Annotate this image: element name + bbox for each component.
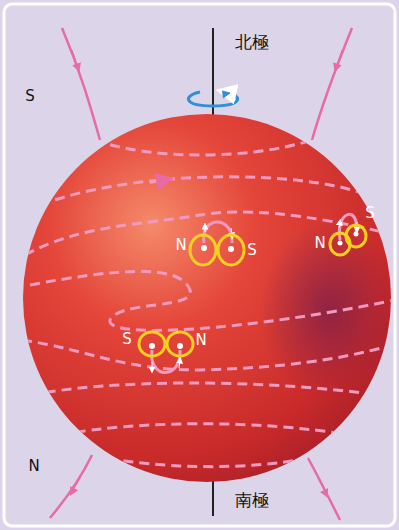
polarity-label: N [175, 238, 186, 253]
rotation-axis [212, 478, 214, 516]
polarity-label: S [122, 332, 132, 347]
field-arrow [150, 180, 165, 183]
sunspot-pair [330, 214, 366, 255]
field-line [308, 458, 340, 520]
rotation-arrow [188, 92, 237, 106]
sunspot-pair [190, 222, 244, 265]
field-arrow [336, 50, 342, 68]
polarity-label: S [247, 243, 257, 258]
field-arrow [318, 478, 326, 494]
field-line [50, 455, 92, 518]
field-line [312, 28, 352, 140]
field-arrow [72, 50, 78, 68]
pole-label: 南極 [235, 492, 269, 509]
magnetic-pole-label: S [25, 89, 35, 104]
pole-label: 北極 [235, 34, 269, 51]
rotation-arrowhead [222, 91, 230, 98]
internal-field-lines [22, 140, 395, 467]
polarity-label: N [314, 236, 325, 251]
field-arrow [72, 478, 80, 492]
sun-shade [260, 220, 399, 400]
magnetic-pole-label: N [28, 459, 39, 474]
field-line [62, 28, 100, 140]
polarity-label: S [365, 206, 375, 221]
polarity-label: N [195, 333, 206, 348]
sunspot-pair [139, 332, 193, 373]
